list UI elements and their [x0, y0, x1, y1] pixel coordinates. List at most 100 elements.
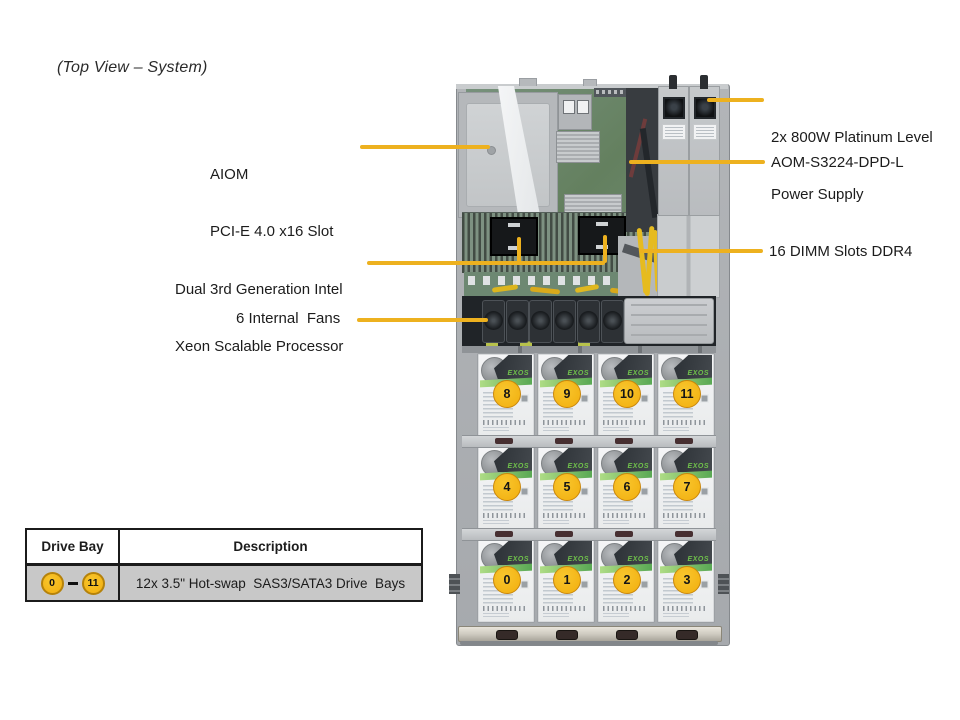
- rack-ear-left: [449, 574, 460, 594]
- page-title: (Top View – System): [57, 59, 208, 76]
- callout-line-cpu-stub2: [603, 235, 607, 263]
- table-row: 0 11 12x 3.5" Hot-swap SAS3/SATA3 Drive …: [25, 563, 423, 602]
- drive-barcode: [663, 513, 706, 518]
- cpu-label-line2: Xeon Scalable Processor: [175, 338, 344, 355]
- chassis-tab: [519, 78, 537, 86]
- fan-5: [576, 300, 600, 343]
- drive-number-badge: 10: [613, 380, 641, 408]
- drive-qr-code: [520, 394, 529, 403]
- drive-label-text: [663, 427, 689, 433]
- exos-logo: EXOS: [507, 556, 529, 563]
- bottom-rail: [458, 626, 722, 642]
- drive-label-text: [603, 427, 629, 433]
- fan-tab: [486, 341, 498, 346]
- drive-number-badge: 11: [673, 380, 701, 408]
- drive-number-badge: 4: [493, 473, 521, 501]
- cpu1-socket: [490, 217, 538, 256]
- psu-label-line2: Power Supply: [771, 186, 864, 203]
- fan-shroud: [624, 298, 714, 344]
- drive-number-badge: 3: [673, 566, 701, 594]
- bay-start-badge: 0: [40, 571, 64, 595]
- exos-logo: EXOS: [507, 463, 529, 470]
- psu-label: 2x 800W Platinum Level Power Supply: [771, 90, 933, 242]
- drive-latch: [495, 531, 513, 537]
- range-dash: [67, 581, 78, 585]
- drive-latch: [615, 531, 633, 537]
- cpu-label-line1: Dual 3rd Generation Intel: [175, 281, 343, 298]
- drive-label-text: [543, 427, 569, 433]
- drive-qr-code: [700, 580, 709, 589]
- drive-row-rail-2: [462, 528, 716, 541]
- cpu2-socket: [578, 216, 626, 255]
- callout-line-dimm: [639, 249, 763, 253]
- exos-logo: EXOS: [507, 370, 529, 377]
- dimm-label: 16 DIMM Slots DDR4: [769, 243, 913, 260]
- psu-handle: [669, 75, 677, 89]
- drive-label-text: [483, 427, 509, 433]
- exos-logo: EXOS: [687, 463, 709, 470]
- drive-barcode: [663, 420, 706, 425]
- rail-latch: [556, 630, 578, 640]
- drive-qr-code: [580, 580, 589, 589]
- drive-qr-code: [520, 580, 529, 589]
- fan-6: [600, 300, 624, 343]
- aiom-label-line1: AIOM: [210, 166, 249, 183]
- sfp-cage: [558, 94, 592, 130]
- connector-row: [468, 276, 648, 285]
- exos-logo: EXOS: [627, 370, 649, 377]
- fan-tab: [578, 341, 590, 346]
- drive-label-text: [483, 613, 509, 619]
- drive-number-badge: 2: [613, 566, 641, 594]
- rack-ear-right: [718, 574, 729, 594]
- drive-qr-code: [520, 487, 529, 496]
- table-header-description: Description: [118, 528, 423, 566]
- drive-number-badge: 1: [553, 566, 581, 594]
- aiom-label-line2: PCI-E 4.0 x16 Slot: [210, 223, 334, 240]
- exos-logo: EXOS: [567, 556, 589, 563]
- psu-label-sticker: [662, 124, 686, 140]
- drive-latch: [555, 531, 573, 537]
- callout-line-aom: [629, 160, 765, 164]
- psu-lower-housing: [657, 214, 720, 298]
- drive-sled-edge: [462, 346, 716, 353]
- drive-number-badge: 8: [493, 380, 521, 408]
- drive-label-text: [663, 613, 689, 619]
- exos-logo: EXOS: [567, 463, 589, 470]
- drive-barcode: [603, 420, 646, 425]
- drive-row-rail-1: [462, 435, 716, 448]
- drive-label-band: EXOS: [614, 448, 652, 472]
- fan-4: [553, 300, 577, 343]
- psu-label-line1: 2x 800W Platinum Level: [771, 129, 933, 146]
- drive-barcode: [603, 513, 646, 518]
- rail-latch: [496, 630, 518, 640]
- description-cell: 12x 3.5" Hot-swap SAS3/SATA3 Drive Bays: [118, 563, 423, 602]
- chassis-top-rim: [456, 84, 728, 89]
- callout-line-aiom: [360, 145, 490, 149]
- drive-bay-table: Drive Bay Description 0 11 12x 3.5" Hot-…: [25, 528, 423, 602]
- drive-bay-4: EXOS 4: [477, 446, 535, 530]
- drive-bay-5: EXOS 5: [537, 446, 595, 530]
- fans-label: 6 Internal Fans: [236, 310, 341, 327]
- drive-barcode: [543, 606, 586, 611]
- chassis-shadow: [460, 641, 718, 645]
- drive-qr-code: [700, 487, 709, 496]
- callout-line-fans: [357, 318, 488, 322]
- aiom-label: AIOM PCI-E 4.0 x16 Slot: [210, 127, 333, 279]
- drive-label-text: [543, 520, 569, 526]
- drive-latch: [675, 438, 693, 444]
- psu-label-sticker: [693, 124, 717, 140]
- drive-qr-code: [700, 394, 709, 403]
- drive-number-badge: 5: [553, 473, 581, 501]
- psu-vent: [663, 97, 685, 119]
- drive-label-text: [603, 520, 629, 526]
- drive-bay-1: EXOS 1: [537, 539, 595, 623]
- drive-latch: [555, 438, 573, 444]
- drive-barcode: [483, 420, 526, 425]
- drive-barcode: [483, 606, 526, 611]
- table-header-drive-bay: Drive Bay: [25, 528, 120, 566]
